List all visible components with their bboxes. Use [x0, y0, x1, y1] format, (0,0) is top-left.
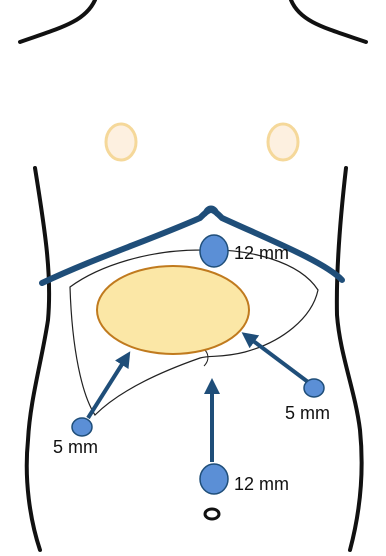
umbilical-port-label: 12 mm [234, 475, 289, 493]
left-lateral-port-label: 5 mm [285, 404, 330, 422]
right-nipple-marker [106, 124, 136, 160]
torso-right-side-outline [27, 168, 49, 550]
torso-left-side-outline [337, 168, 362, 550]
left-lateral-trocar-arrow [248, 337, 308, 382]
subxiphoid-port [200, 235, 228, 267]
subxiphoid-port-label: 12 mm [234, 244, 289, 262]
left-lateral-port [304, 379, 324, 397]
liver-tumor [97, 266, 249, 354]
right-lateral-port [72, 418, 92, 436]
right-lateral-port-label: 5 mm [53, 438, 98, 456]
left-nipple-marker [268, 124, 298, 160]
neck-shoulder-outline [20, 0, 366, 42]
umbilicus [205, 509, 219, 519]
umbilical-port [200, 464, 228, 494]
